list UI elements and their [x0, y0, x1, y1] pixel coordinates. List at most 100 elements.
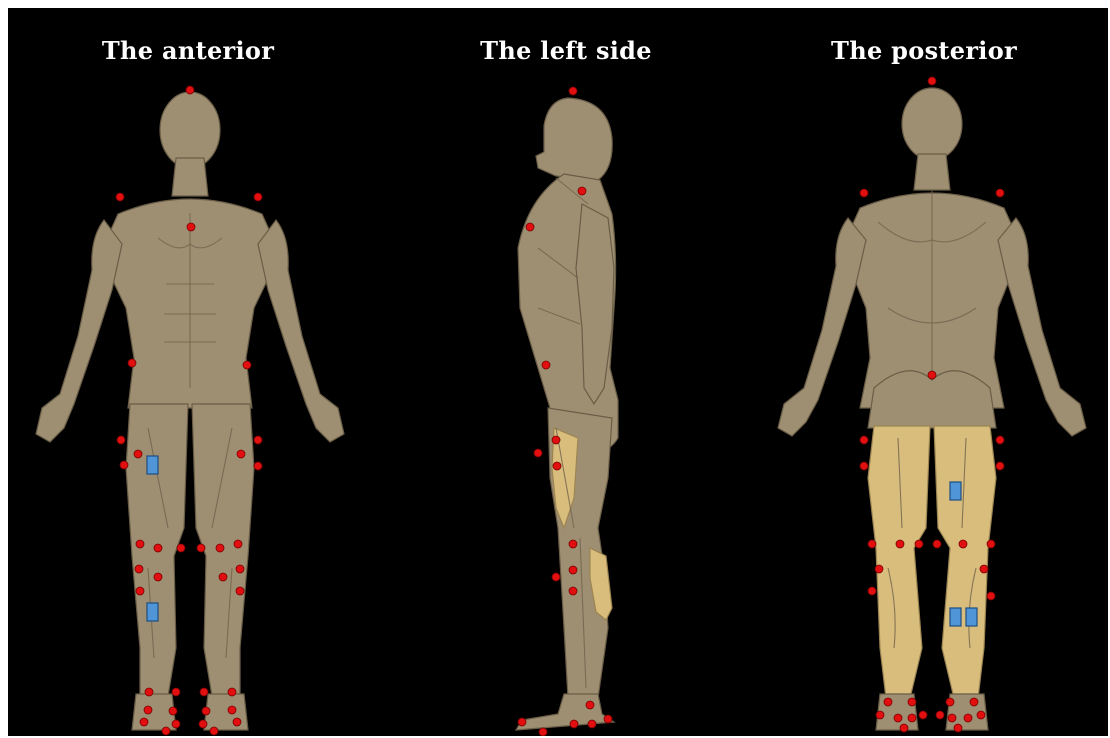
marker	[987, 592, 995, 600]
marker	[254, 436, 262, 444]
marker	[162, 727, 170, 735]
marker	[518, 718, 526, 726]
marker	[908, 714, 916, 722]
marker	[199, 720, 207, 728]
marker	[216, 544, 224, 552]
anterior-body	[36, 92, 344, 730]
marker	[144, 706, 152, 714]
marker	[219, 573, 227, 581]
marker	[604, 715, 612, 723]
sensor-posterior-calf-left	[950, 608, 961, 626]
marker	[539, 728, 547, 736]
marker	[552, 573, 560, 581]
marker	[172, 720, 180, 728]
marker	[569, 587, 577, 595]
marker	[553, 462, 561, 470]
marker	[900, 724, 908, 732]
marker	[977, 711, 985, 719]
marker	[186, 86, 194, 94]
marker	[915, 540, 923, 548]
marker	[928, 77, 936, 85]
marker	[868, 540, 876, 548]
marker	[959, 540, 967, 548]
left-side-figure	[516, 87, 618, 736]
anterior-figure	[36, 86, 344, 735]
marker	[542, 361, 550, 369]
marker	[187, 223, 195, 231]
marker	[210, 727, 218, 735]
marker	[569, 566, 577, 574]
marker	[172, 688, 180, 696]
marker	[140, 718, 148, 726]
marker	[933, 540, 941, 548]
marker	[884, 698, 892, 706]
marker	[233, 718, 241, 726]
marker	[980, 565, 988, 573]
marker	[202, 707, 210, 715]
marker	[128, 359, 136, 367]
marker	[908, 698, 916, 706]
marker	[875, 565, 883, 573]
marker	[154, 573, 162, 581]
marker	[860, 436, 868, 444]
sensor-posterior-calf-right	[966, 608, 977, 626]
marker	[896, 540, 904, 548]
marker	[120, 461, 128, 469]
marker	[154, 544, 162, 552]
marker	[868, 587, 876, 595]
marker	[254, 193, 262, 201]
marker	[936, 711, 944, 719]
marker	[919, 711, 927, 719]
marker	[996, 189, 1004, 197]
marker	[526, 223, 534, 231]
marker	[228, 706, 236, 714]
marker	[234, 540, 242, 548]
marker	[948, 714, 956, 722]
marker	[169, 707, 177, 715]
posterior-figure	[778, 77, 1086, 732]
marker	[954, 724, 962, 732]
marker	[860, 462, 868, 470]
sensor-posterior-thigh	[950, 482, 961, 500]
marker	[987, 540, 995, 548]
marker	[586, 701, 594, 709]
marker	[135, 565, 143, 573]
marker	[200, 688, 208, 696]
marker	[237, 450, 245, 458]
marker	[894, 714, 902, 722]
marker	[578, 187, 586, 195]
marker	[134, 450, 142, 458]
marker	[876, 711, 884, 719]
marker	[552, 436, 560, 444]
marker	[197, 544, 205, 552]
marker	[236, 565, 244, 573]
marker	[228, 688, 236, 696]
marker	[534, 449, 542, 457]
marker	[964, 714, 972, 722]
marker	[236, 587, 244, 595]
sensor-anterior-thigh	[147, 456, 158, 474]
marker	[136, 587, 144, 595]
marker	[254, 462, 262, 470]
marker	[177, 544, 185, 552]
marker	[145, 688, 153, 696]
marker	[136, 540, 144, 548]
marker	[588, 720, 596, 728]
marker	[996, 462, 1004, 470]
marker	[860, 189, 868, 197]
figure-canvas: The anterior The left side The posterior	[8, 8, 1108, 736]
posterior-body	[778, 88, 1086, 730]
sensor-anterior-shin	[147, 603, 158, 621]
marker	[569, 540, 577, 548]
marker	[569, 87, 577, 95]
marker	[117, 436, 125, 444]
marker	[970, 698, 978, 706]
marker	[243, 361, 251, 369]
marker	[996, 436, 1004, 444]
marker	[946, 698, 954, 706]
marker	[116, 193, 124, 201]
side-body	[516, 98, 618, 730]
anatomy-illustration	[8, 8, 1108, 736]
marker	[570, 720, 578, 728]
marker	[928, 371, 936, 379]
